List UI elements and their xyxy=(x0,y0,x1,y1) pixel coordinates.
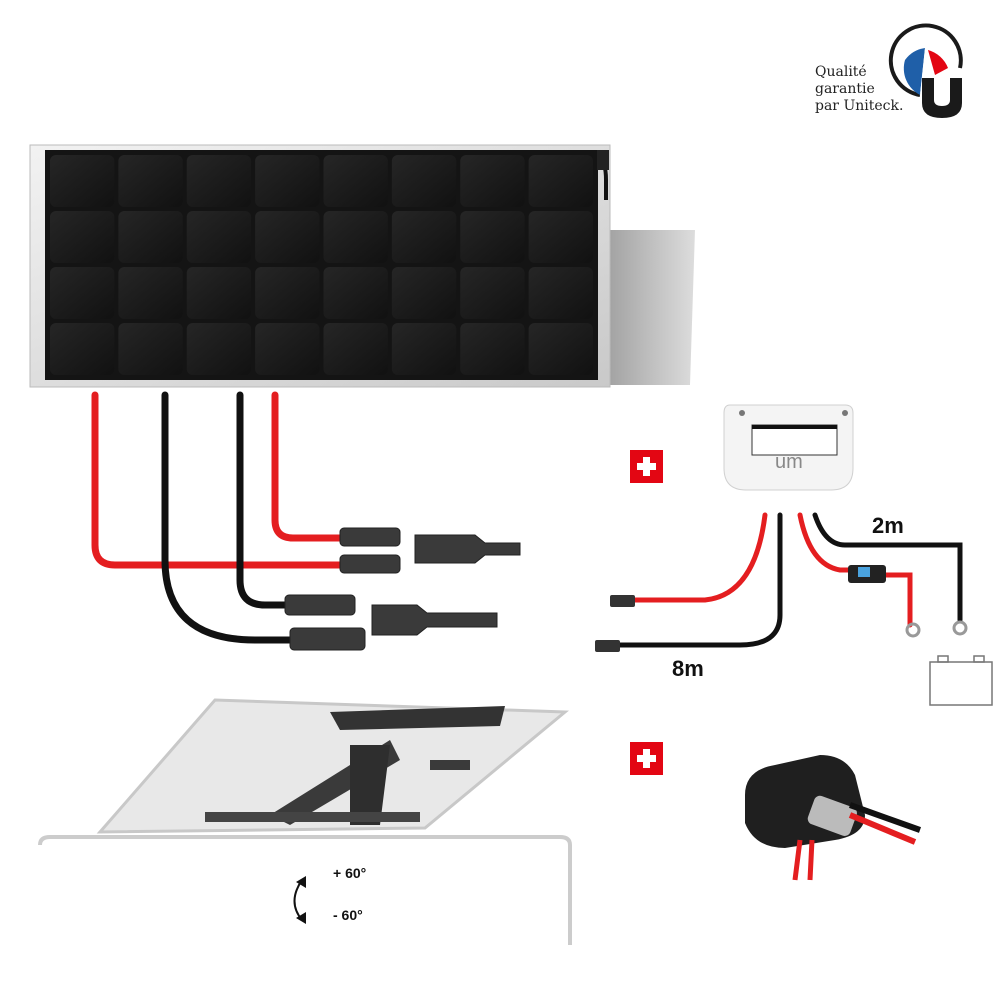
panel-shadow xyxy=(595,230,695,385)
rotate-arrow-icon xyxy=(293,879,303,921)
tilt-bracket-illustration xyxy=(38,698,572,945)
solar-cell xyxy=(186,155,252,207)
solar-cell xyxy=(460,267,525,319)
solar-cell xyxy=(460,323,525,375)
solar-cell xyxy=(118,267,183,319)
solar-cell xyxy=(391,323,457,375)
solar-cell xyxy=(391,211,457,263)
solar-cell xyxy=(528,323,593,375)
solar-cells xyxy=(50,155,593,375)
black-cable xyxy=(236,391,294,609)
solar-cell xyxy=(323,155,388,207)
solar-cell xyxy=(50,323,115,375)
badge-line: garantie xyxy=(815,81,875,97)
solar-cell xyxy=(50,211,115,263)
battery-icon xyxy=(929,655,993,706)
tilt-up-label: + 60° xyxy=(333,865,367,881)
uniteck-logo xyxy=(888,23,963,118)
badge-line: par Uniteck. xyxy=(815,98,904,114)
solar-cell xyxy=(118,155,183,207)
mc4-connectors xyxy=(284,527,521,651)
svg-text:um: um xyxy=(775,451,803,473)
controller-connectors xyxy=(595,565,968,652)
solar-cell xyxy=(118,211,183,263)
solar-cell xyxy=(391,267,457,319)
red-cable xyxy=(91,391,349,569)
red-cable xyxy=(271,391,349,542)
solar-cell xyxy=(323,211,388,263)
panel-cable-length: 8m xyxy=(672,656,704,681)
solar-cell xyxy=(186,323,252,375)
plus-icon xyxy=(630,450,663,483)
solar-cell xyxy=(528,267,593,319)
black-cable xyxy=(161,391,299,644)
tilt-down-label: - 60° xyxy=(333,907,363,923)
solar-cell xyxy=(255,323,320,375)
solar-cell xyxy=(50,267,115,319)
solar-cell xyxy=(255,155,320,207)
battery-cable-length: 2m xyxy=(872,513,904,538)
solar-cell xyxy=(528,211,593,263)
cable-gland xyxy=(745,755,922,881)
solar-cell xyxy=(460,155,525,207)
solar-cell xyxy=(323,323,388,375)
solar-cell xyxy=(460,211,525,263)
solar-cell xyxy=(255,211,320,263)
charge-controller: um xyxy=(723,404,854,491)
solar-cell xyxy=(118,323,183,375)
badge-line: Qualité xyxy=(815,64,867,80)
solar-cell xyxy=(323,267,388,319)
solar-panel xyxy=(29,144,695,388)
panel-cables xyxy=(91,391,349,644)
solar-cell xyxy=(186,211,252,263)
solar-cell xyxy=(391,155,457,207)
solar-cell xyxy=(255,267,320,319)
plus-icon xyxy=(630,742,663,775)
controller-cables xyxy=(607,512,963,648)
solar-cell xyxy=(528,155,593,207)
quality-badge-text: Qualité garantie par Uniteck. xyxy=(815,64,903,115)
solar-cell xyxy=(186,267,252,319)
solar-cell xyxy=(50,155,115,207)
